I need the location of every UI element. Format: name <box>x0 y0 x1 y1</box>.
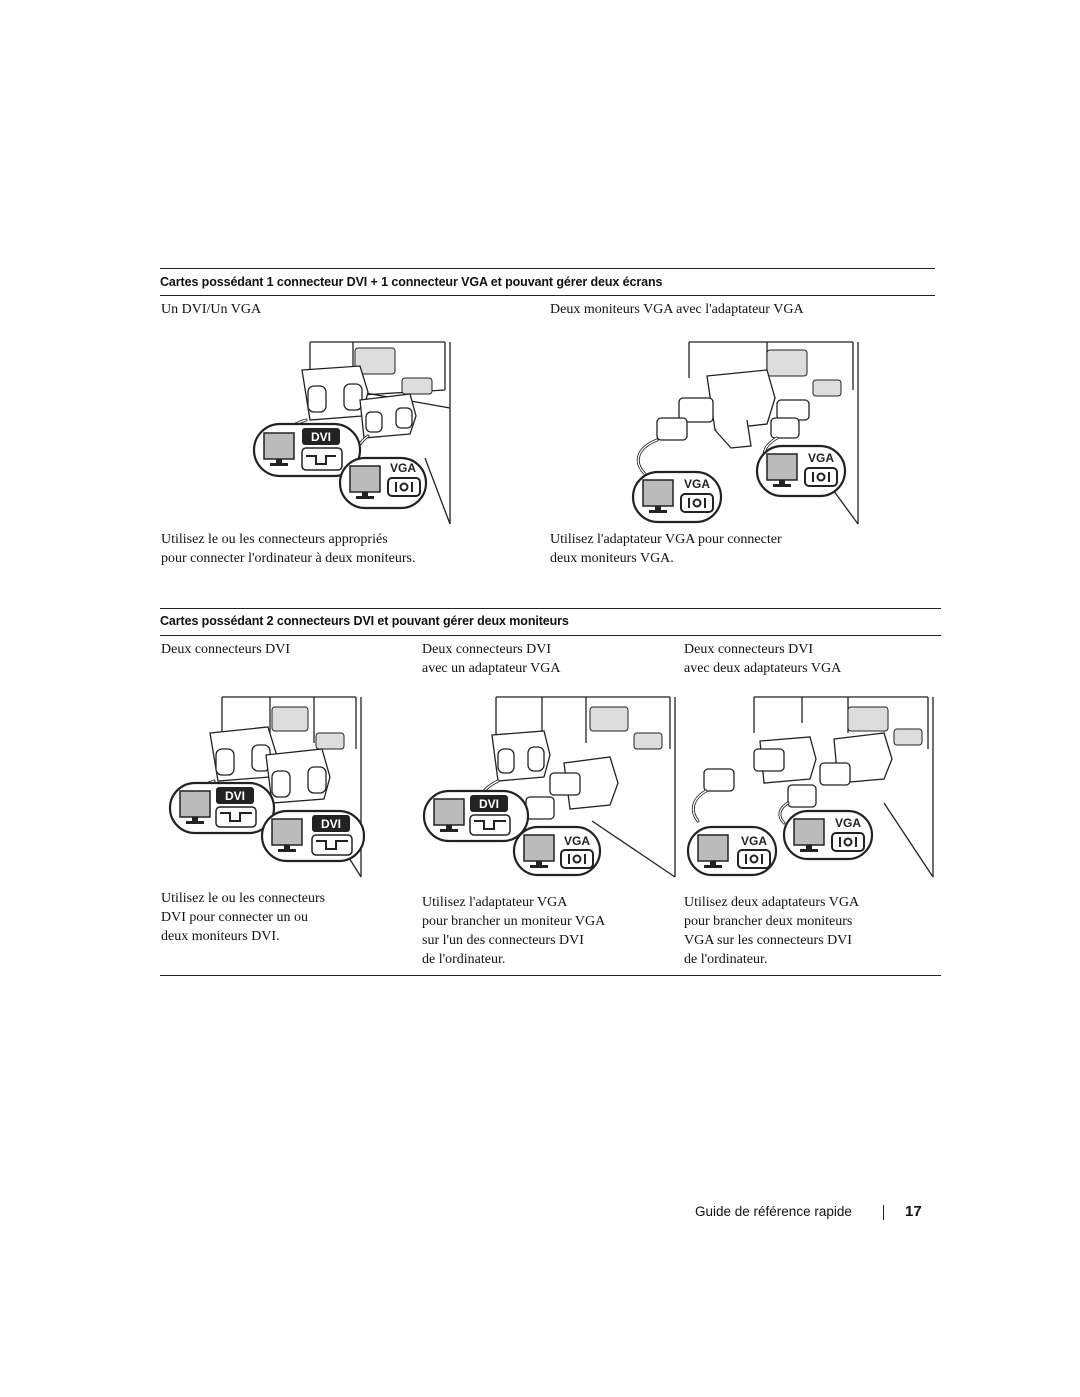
section1-heading: Cartes possédant 1 connecteur DVI + 1 co… <box>160 275 663 289</box>
diagram-dvi-one-vga-adapter: DVI VGA <box>422 696 676 878</box>
section2-bottom-rule <box>160 975 941 976</box>
s2c3-title-2: avec deux adaptateurs VGA <box>684 661 842 676</box>
s2c3-caption-2: pour brancher deux moniteurs <box>684 914 853 929</box>
s2c2-caption-1: Utilisez l'adaptateur VGA <box>422 895 568 910</box>
diagram-two-dvi: DVI DVI <box>168 696 366 878</box>
diagram-dvi-two-vga-adapters: VGA VGA <box>686 696 934 878</box>
s2c1-label-dvi-right: DVI <box>321 817 341 831</box>
section2-heading-rule <box>160 635 941 636</box>
s1c2-caption-2: deux moniteurs VGA. <box>550 551 674 566</box>
s1c1-label-dvi: DVI <box>311 430 331 444</box>
s1c2-label-vga-left: VGA <box>684 477 710 491</box>
s2c3-caption-4: de l'ordinateur. <box>684 952 768 967</box>
s2c1-label-dvi-left: DVI <box>225 789 245 803</box>
s2c3-label-vga-left: VGA <box>741 834 767 848</box>
s1c1-caption-1: Utilisez le ou les connecteurs approprié… <box>161 532 388 547</box>
s1c1-caption-2: pour connecter l'ordinateur à deux monit… <box>161 551 416 566</box>
s2c2-caption-4: de l'ordinateur. <box>422 952 506 967</box>
s2c2-label-vga: VGA <box>564 834 590 848</box>
s2c1-caption-3: deux moniteurs DVI. <box>161 929 280 944</box>
diagram-dvi-vga: DVI VGA <box>252 341 451 525</box>
s2c1-title: Deux connecteurs DVI <box>161 642 291 657</box>
s2c1-caption-1: Utilisez le ou les connecteurs <box>161 891 326 906</box>
s1c1-title: Un DVI/Un VGA <box>161 302 262 317</box>
section2-top-rule <box>160 608 941 609</box>
section1-heading-rule <box>160 295 935 296</box>
s1c2-caption-1: Utilisez l'adaptateur VGA pour connecter <box>550 532 782 547</box>
s2c3-label-vga-right: VGA <box>835 816 861 830</box>
section2-heading: Cartes possédant 2 connecteurs DVI et po… <box>160 614 569 628</box>
s2c1-caption-2: DVI pour connecter un ou <box>161 910 308 925</box>
s2c2-caption-2: pour brancher un moniteur VGA <box>422 914 606 929</box>
s2c3-caption-1: Utilisez deux adaptateurs VGA <box>684 895 860 910</box>
s2c2-label-dvi: DVI <box>479 797 499 811</box>
s2c3-title-1: Deux connecteurs DVI <box>684 642 814 657</box>
footer-separator <box>883 1205 884 1220</box>
s1c2-title: Deux moniteurs VGA avec l'adaptateur VGA <box>550 302 804 317</box>
section1-top-rule <box>160 268 935 269</box>
s2c2-caption-3: sur l'un des connecteurs DVI <box>422 933 584 948</box>
s1c1-label-vga: VGA <box>390 461 416 475</box>
s1c2-label-vga-right: VGA <box>808 451 834 465</box>
s2c2-title-2: avec un adaptateur VGA <box>422 661 561 676</box>
footer-guide-title: Guide de référence rapide <box>695 1204 852 1219</box>
diagram-two-vga-adapter: VGA VGA <box>631 341 859 525</box>
page-number: 17 <box>905 1203 922 1220</box>
s2c2-title-1: Deux connecteurs DVI <box>422 642 552 657</box>
s2c3-caption-3: VGA sur les connecteurs DVI <box>684 933 852 948</box>
